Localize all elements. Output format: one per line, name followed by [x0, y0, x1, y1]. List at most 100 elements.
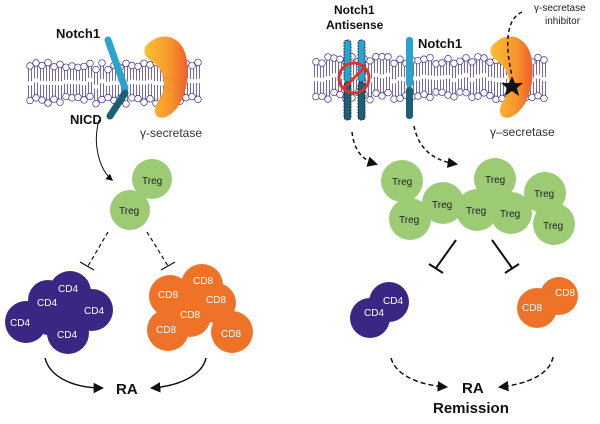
lipid-tail	[374, 59, 378, 91]
antisense-to-treg-arrow	[351, 131, 379, 167]
lipid-head	[128, 61, 136, 70]
lipid-head	[372, 53, 380, 61]
lipid-tail	[470, 64, 474, 95]
right-outcome-ra: RA	[462, 380, 484, 397]
right-notch1-label: Notch1	[418, 36, 462, 51]
right-inhibition-cd8	[491, 239, 513, 269]
lipid-tail	[434, 66, 438, 90]
lipid-head	[426, 93, 434, 102]
lipid-head	[318, 92, 326, 100]
lipid-head	[540, 56, 548, 64]
lipid-tail	[488, 65, 492, 93]
lipid-head	[26, 62, 34, 70]
lipid-head	[420, 55, 428, 63]
lipid-head	[134, 94, 142, 103]
lipid-head	[432, 60, 440, 68]
right-nicd-fragment	[406, 87, 413, 119]
lipid-tail	[124, 66, 128, 101]
right-notch1-receptor	[406, 37, 413, 87]
lipid-tail	[154, 65, 158, 101]
treg-label: Treg	[399, 215, 419, 226]
lipid-head	[396, 55, 404, 63]
lipid-head	[540, 94, 548, 103]
left-cd8-cluster: CD8 CD8 CD8 CD8 CD8 CD8	[147, 264, 253, 353]
notch1-antisense-bars	[343, 39, 366, 121]
lipid-tail	[494, 63, 498, 97]
cd4-label: CD4	[58, 284, 78, 295]
lipid-head	[426, 53, 434, 62]
right-outcome-remission: Remission	[433, 400, 509, 417]
left-nicd-label: NICD	[70, 112, 102, 127]
lipid-tail	[536, 60, 540, 93]
lipid-head	[312, 92, 320, 101]
lipid-head	[414, 92, 422, 100]
treg-label: Treg	[534, 189, 554, 200]
treg-label: Treg	[543, 221, 563, 232]
lipid-tail	[422, 62, 426, 92]
left-secretase-label: γ-secretase	[140, 126, 202, 140]
lipid-head	[56, 60, 64, 68]
lipid-tail	[428, 60, 432, 95]
left-gamma-secretase-shape	[144, 36, 188, 118]
lipid-tail	[94, 72, 98, 101]
lipid-head	[336, 55, 344, 63]
lipid-tail	[440, 65, 444, 90]
cd8-label: CD8	[193, 276, 213, 287]
inhibitor-label-line2: inhibitor	[545, 16, 581, 27]
lipid-tail	[70, 68, 74, 95]
lipid-head	[146, 95, 154, 103]
lipid-tail	[58, 67, 62, 100]
lipid-head	[384, 53, 392, 61]
cd4-label: CD4	[37, 298, 57, 309]
lipid-head	[188, 61, 196, 70]
left-signal-arrow	[95, 119, 114, 181]
lipid-head	[98, 95, 106, 104]
notch1-to-treg-arrow	[413, 125, 459, 168]
lipid-head	[68, 94, 76, 102]
lipid-head	[444, 55, 452, 63]
lipid-tail	[386, 59, 390, 90]
lipid-tail	[142, 66, 146, 100]
lipid-head	[432, 88, 440, 96]
lipid-tail	[326, 59, 330, 97]
lipid-head	[312, 58, 320, 66]
treg-label: Treg	[392, 177, 412, 188]
lipid-tail	[464, 60, 468, 90]
lipid-head	[330, 54, 338, 62]
lipid-head	[86, 92, 94, 101]
lipid-head	[44, 58, 52, 67]
lipid-tail	[106, 72, 110, 95]
lipid-tail	[392, 66, 396, 97]
lipid-head	[56, 98, 64, 106]
lipid-head	[414, 56, 422, 65]
lipid-head	[324, 53, 332, 61]
left-cd8-to-ra-arrow	[149, 357, 207, 393]
lipid-head	[62, 92, 70, 101]
lipid-head	[438, 88, 446, 96]
cd8-label: CD8	[555, 288, 575, 299]
right-cd4-cluster: CD4 CD4	[350, 282, 409, 338]
lipid-head	[38, 61, 46, 70]
lipid-head	[396, 94, 404, 102]
cd8-label: CD8	[206, 295, 226, 306]
cd8-label: CD8	[522, 303, 542, 314]
lipid-head	[468, 58, 476, 66]
lipid-head	[128, 94, 136, 102]
lipid-head	[318, 59, 326, 67]
lipid-head	[74, 93, 82, 101]
lipid-head	[438, 59, 446, 67]
left-outcome-ra: RA	[116, 381, 138, 398]
lipid-tail	[46, 65, 50, 101]
lipid-head	[390, 95, 398, 103]
lipid-head	[366, 57, 374, 65]
lipid-head	[444, 91, 452, 99]
cd4-label: CD4	[84, 306, 104, 317]
right-cd4-to-ra-arrow	[390, 357, 449, 392]
lipid-head	[104, 93, 112, 102]
lipid-head	[68, 62, 76, 70]
lipid-tail	[88, 66, 92, 94]
cd4-label: CD4	[10, 318, 30, 329]
lipid-head	[366, 96, 374, 104]
cd8-label: CD8	[180, 310, 200, 321]
